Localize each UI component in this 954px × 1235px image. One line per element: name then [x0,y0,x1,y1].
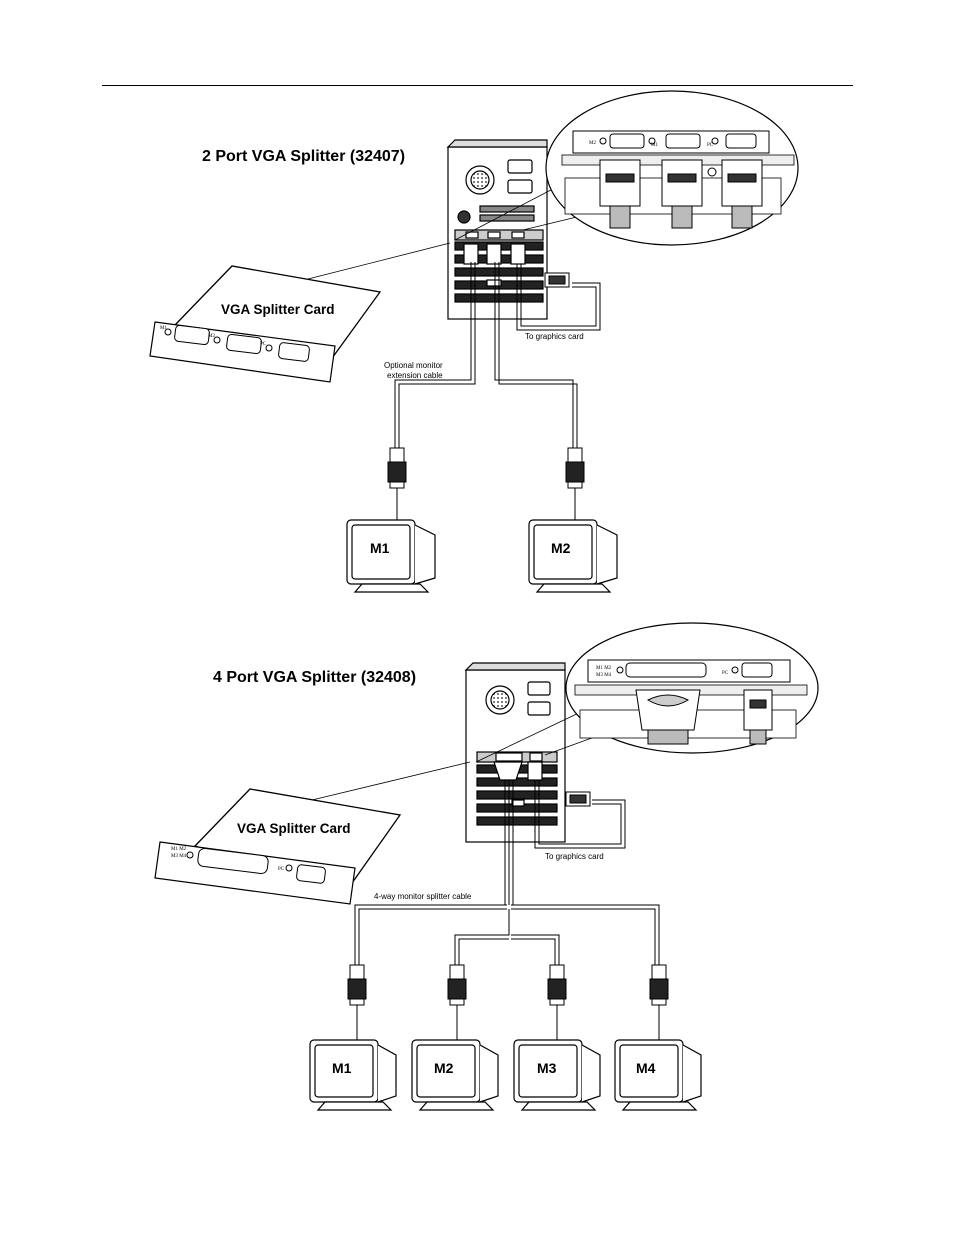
diagram1-extension-line2: extension cable [387,371,443,380]
detail2-port-pc: PC [722,671,729,676]
diagram1-to-graphics: To graphics card [525,332,584,341]
monitor-m3-d2 [513,1039,601,1111]
card2-port-m3m4: M3 M4 [171,854,187,859]
diagram1-card-label: VGA Splitter Card [221,302,335,317]
monitor-cables-1 [394,262,578,448]
card1-port-m1: M1 [160,326,167,331]
detail2-port-m3m4: M3 M4 [596,673,612,678]
detail1-port-pc: PC [707,143,714,148]
monitor-m1-d2 [309,1039,397,1111]
diagram2-to-graphics: To graphics card [545,852,604,861]
pc-tower-1 [446,139,548,320]
vga-splitter-card-1: M1 M2 PC VGA Splitter Card [149,242,451,383]
port-detail-magnifier-1: M2 M1 PC [454,90,799,246]
card2-port-pc: PC [278,867,285,872]
monitor3-d2-label: M3 [537,1060,557,1076]
diagram2-card-label: VGA Splitter Card [237,821,351,836]
card2-port-m1m2: M1 M2 [171,847,187,852]
detail1-port-m1: M1 [651,143,658,148]
splitter-cable-2 [354,780,660,965]
extension-connectors-1 [387,447,585,520]
detail1-port-m2: M2 [589,141,596,146]
diagram-2-port: 2 Port VGA Splitter (32407) [149,90,799,593]
diagram2-title: 4 Port VGA Splitter (32408) [213,669,416,686]
diagram2-splitter-cable: 4-way monitor splitter cable [374,892,472,901]
monitor1-d1-label: M1 [370,540,390,556]
vga-splitter-card-2: M1 M2 M3 M4 PC VGA Splitter Card [154,761,471,905]
monitor2-d1-label: M2 [551,540,571,556]
card1-port-m2: M2 [208,334,215,339]
top-rule [102,85,853,86]
port-detail-magnifier-2: M1 M2 M3 M4 PC [475,622,819,763]
pc-tower-2 [464,662,566,843]
card1-port-pc: PC [260,342,267,347]
diagram1-title: 2 Port VGA Splitter (32407) [202,148,405,165]
graphics-cable-2 [534,780,626,849]
monitor4-d2-label: M4 [636,1060,656,1076]
monitor-m1-d1 [346,519,436,593]
splitter-connectors-2 [347,964,669,1040]
graphics-cable-1 [516,264,601,331]
monitor1-d2-label: M1 [332,1060,352,1076]
monitor-m4-d2 [614,1039,702,1111]
detail2-port-m1m2: M1 M2 [596,666,612,671]
monitor2-d2-label: M2 [434,1060,454,1076]
diagram-4-port: 4 Port VGA Splitter (32408) [154,622,819,1111]
monitor-m2-d2 [411,1039,499,1111]
diagram1-extension-line1: Optional monitor [384,361,443,370]
monitor-m2-d1 [528,519,618,593]
